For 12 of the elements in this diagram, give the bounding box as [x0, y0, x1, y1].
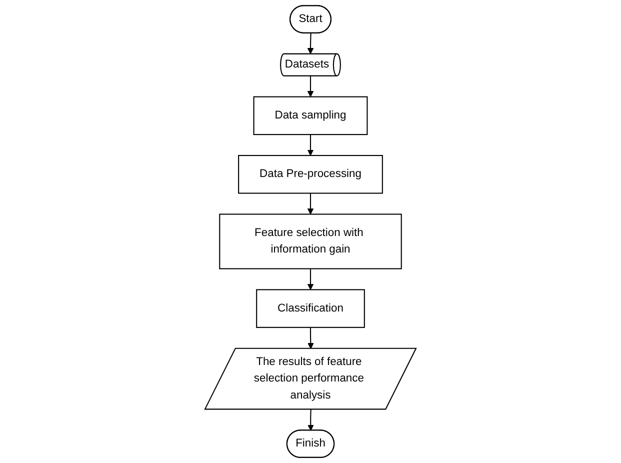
arrow [307, 76, 314, 98]
arrow [308, 410, 314, 431]
node-box: Classification [256, 289, 365, 328]
arrow [307, 193, 314, 214]
node-box: Data sampling [253, 96, 368, 136]
node-box: Feature selection with information gain [219, 214, 402, 270]
arrow [307, 268, 314, 290]
node-box: Data Pre-processing [238, 154, 383, 194]
arrow [308, 327, 314, 350]
node-text: Datasets [284, 58, 330, 70]
arrow [307, 33, 314, 54]
arrow [307, 134, 314, 156]
